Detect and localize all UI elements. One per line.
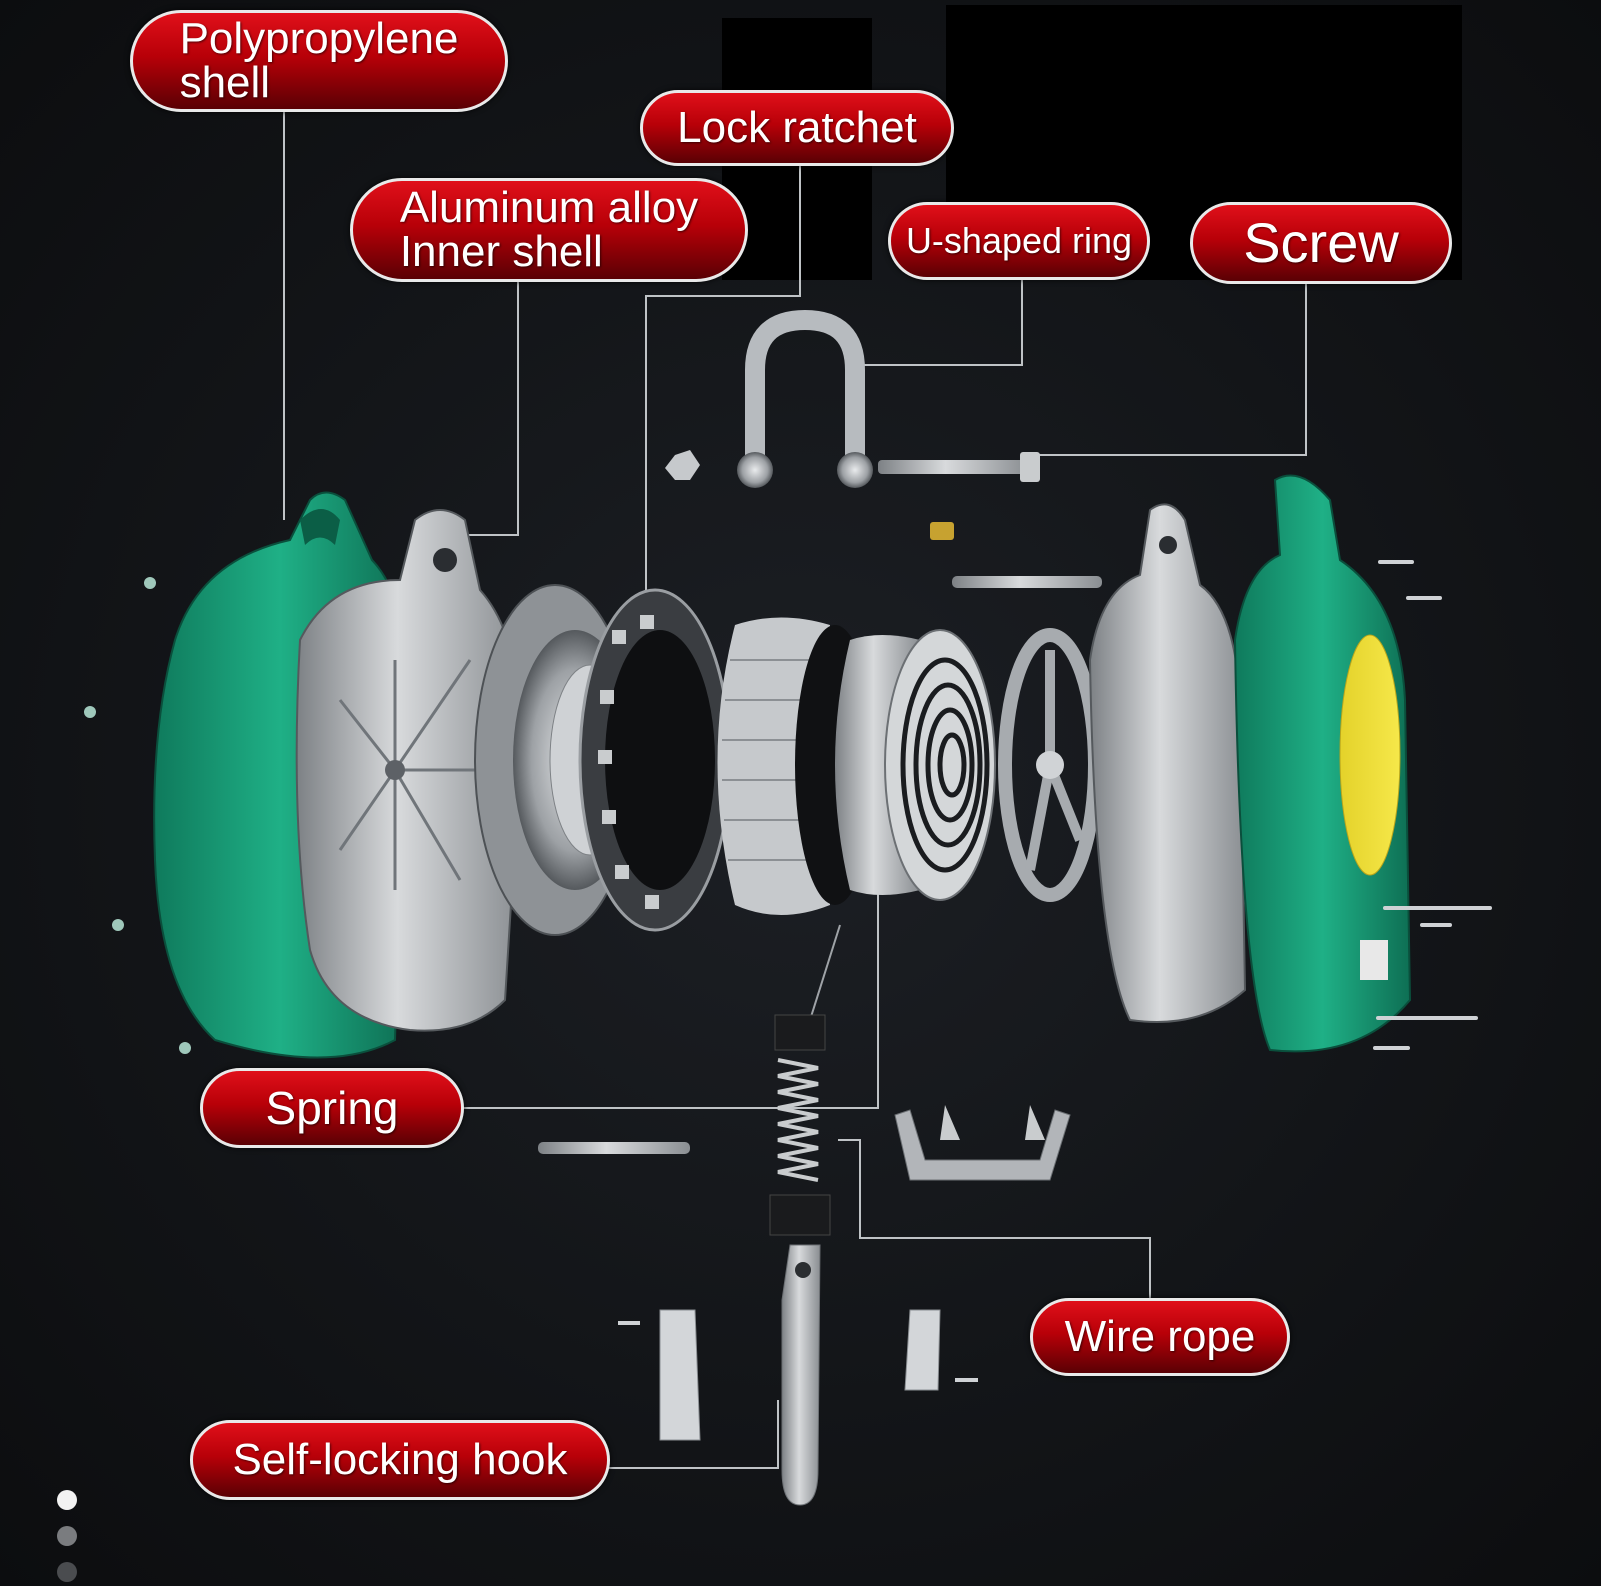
loose-pins [538, 522, 1102, 1154]
carousel-dot-2[interactable] [57, 1526, 77, 1546]
leader-lines [283, 110, 1307, 1469]
lock-ratchet [578, 588, 732, 932]
side-screws [1373, 560, 1492, 1050]
label-aluminum-inner-shell: Aluminum alloy Inner shell [350, 178, 748, 282]
self-locking-hook [618, 1244, 978, 1506]
label-self-locking-hook: Self-locking hook [190, 1420, 610, 1500]
right-green-shell [1233, 474, 1412, 1053]
label-wire-rope: Wire rope [1030, 1298, 1290, 1376]
bracket [894, 1105, 1071, 1181]
label-u-shaped-ring: U-shaped ring [888, 202, 1150, 280]
spring-case [835, 629, 996, 901]
right-aluminum-shell [1088, 503, 1247, 1023]
left-aluminum-shell [295, 509, 522, 1032]
spring-assembly [769, 924, 841, 1236]
handwheel [998, 628, 1102, 902]
label-polypropylene-shell: Polypropylene shell [130, 10, 508, 112]
u-shaped-ring [665, 309, 873, 488]
label-spring: Spring [200, 1068, 464, 1148]
carousel-dot-3[interactable] [57, 1562, 77, 1582]
carousel-dot-1[interactable] [57, 1490, 77, 1510]
screw-bolt [878, 452, 1040, 482]
label-lock-ratchet: Lock ratchet [640, 90, 954, 166]
floating-bolts [84, 577, 191, 1054]
label-screw: Screw [1190, 202, 1452, 284]
